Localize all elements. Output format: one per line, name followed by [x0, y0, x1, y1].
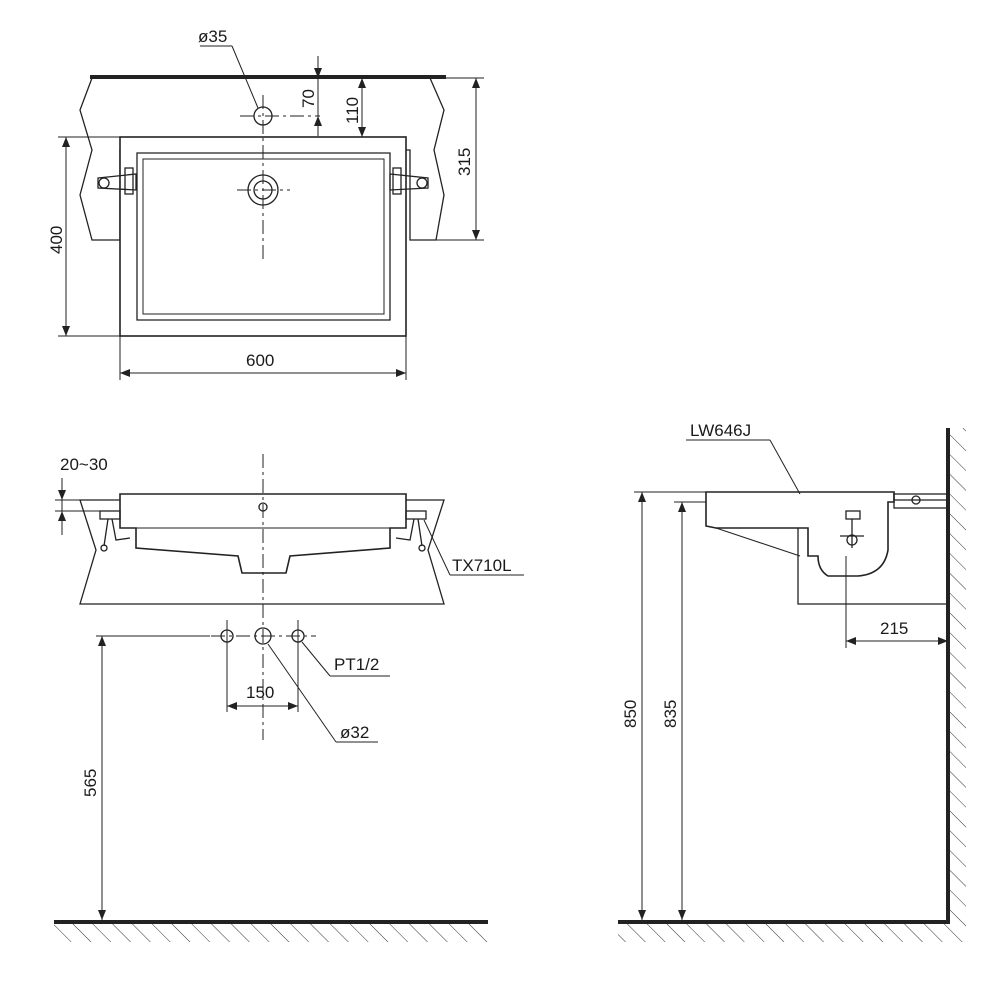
- countertop-outline: [79, 77, 445, 241]
- front-left-clamp: [99, 510, 131, 552]
- dim-835: 835: [661, 700, 680, 728]
- front-view: 20~30 TX710L 150 PT1/2 ø32 565: [54, 454, 524, 942]
- dim-400: 400: [47, 226, 66, 254]
- front-right-clamp: [395, 510, 427, 552]
- dim-315: 315: [455, 148, 474, 176]
- side-floor-hatch: [618, 924, 966, 942]
- dim-150: 150: [246, 683, 274, 702]
- basin-outer-rim: [119, 136, 407, 337]
- right-clamp: [389, 167, 429, 195]
- left-clamp: [97, 167, 137, 195]
- dim-215: 215: [880, 619, 908, 638]
- bracket-label: LW646J: [690, 421, 751, 440]
- dim-70: 70: [299, 89, 318, 108]
- clamp-label: TX710L: [452, 556, 512, 575]
- dim-600: 600: [246, 351, 274, 370]
- basin-inner-bowl: [136, 152, 391, 321]
- dim-850: 850: [621, 700, 640, 728]
- drain-label: ø32: [340, 723, 369, 742]
- side-counter-bracket: [797, 499, 949, 605]
- front-floor-hatch: [54, 924, 488, 942]
- pipe-thread-label: PT1/2: [334, 655, 379, 674]
- side-basin-body: [705, 491, 895, 577]
- wall-hatch: [950, 428, 966, 924]
- basin-inner-bowl-inner: [142, 158, 385, 315]
- dim-110: 110: [343, 97, 362, 124]
- front-countertop: [79, 499, 445, 605]
- tap-hole-label: ø35: [198, 27, 227, 46]
- side-trap: [840, 510, 864, 548]
- dim-20-30: 20~30: [60, 455, 108, 474]
- dim-565: 565: [81, 769, 100, 797]
- top-view: ø35 70 110 315 400 600: [47, 27, 484, 380]
- side-view: LW646J 850 835 215: [618, 421, 966, 942]
